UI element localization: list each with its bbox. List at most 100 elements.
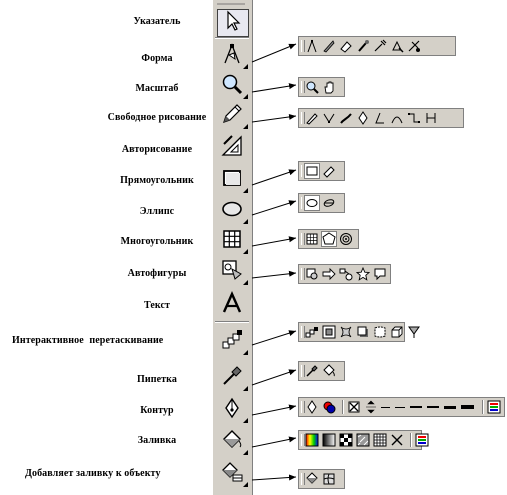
- drop-shadow-icon[interactable]: [356, 325, 370, 339]
- interactive-tool[interactable]: [216, 328, 248, 356]
- mesh-fill-icon[interactable]: [322, 472, 336, 486]
- outline-width-2-point[interactable]: [410, 406, 422, 408]
- outline-width-1-point[interactable]: [395, 406, 405, 408]
- paintbucket-icon[interactable]: [322, 364, 336, 378]
- eyedropper-icon: [220, 364, 244, 393]
- autoshapes-tool[interactable]: [216, 258, 248, 286]
- pattern-fill-icon[interactable]: [339, 433, 353, 447]
- arrow-shapes-icon[interactable]: [322, 267, 336, 281]
- outline-pen-icon[interactable]: [305, 400, 319, 414]
- rectangle-tool[interactable]: [216, 166, 248, 194]
- envelope-icon[interactable]: [373, 325, 387, 339]
- flyout-fill: [298, 430, 429, 450]
- star-shapes-icon[interactable]: [356, 267, 370, 281]
- label-polygon: Многоугольник: [120, 236, 194, 247]
- shape-node-icon[interactable]: [305, 39, 319, 53]
- flyout-shape: [298, 36, 456, 56]
- pointer-tool[interactable]: [217, 9, 249, 37]
- polygon-tool[interactable]: [216, 227, 248, 255]
- spiral-icon[interactable]: [339, 232, 353, 246]
- zoom-tool[interactable]: [216, 72, 248, 100]
- extrude-icon[interactable]: [390, 325, 404, 339]
- pen-icon[interactable]: [356, 111, 370, 125]
- interactive-fill-icon[interactable]: [305, 472, 319, 486]
- three-point-ellipse-icon[interactable]: [322, 196, 336, 210]
- ellipse-icon[interactable]: [304, 195, 320, 211]
- polyline-icon[interactable]: [373, 111, 387, 125]
- postscript-fill-icon[interactable]: [373, 433, 387, 447]
- connector-icon[interactable]: [407, 111, 421, 125]
- eraser-icon[interactable]: [339, 39, 353, 53]
- smudge-brush-icon[interactable]: [356, 39, 370, 53]
- polygon-icon[interactable]: [321, 231, 337, 247]
- graph-paper-icon[interactable]: [305, 232, 319, 246]
- outline-width-24-point[interactable]: [461, 405, 474, 409]
- color-docker-icon[interactable]: [487, 400, 501, 414]
- flyout-freehand: [298, 108, 464, 128]
- label-freehand: Свободное рисование: [107, 112, 207, 123]
- magnifier-icon[interactable]: [305, 80, 319, 94]
- dimension-icon[interactable]: [424, 111, 438, 125]
- text-a-icon: [220, 290, 244, 320]
- pen-nib-icon: [220, 396, 244, 425]
- distortion-icon[interactable]: [339, 325, 353, 339]
- eyedropper-icon[interactable]: [305, 364, 319, 378]
- hairline-icon[interactable]: [364, 400, 378, 414]
- no-fill-icon[interactable]: [390, 433, 404, 447]
- autodraw-tool[interactable]: [216, 134, 248, 162]
- virtual-segment-delete-icon[interactable]: [407, 39, 421, 53]
- transform-icon[interactable]: [390, 39, 404, 53]
- interactive-fill-tool[interactable]: [216, 460, 248, 488]
- shape-tool[interactable]: [216, 42, 248, 70]
- outline-width-half-point[interactable]: [381, 406, 390, 408]
- label-ellipse: Эллипс: [139, 206, 175, 217]
- ellipse-tool[interactable]: [216, 197, 248, 225]
- artistic-media-icon[interactable]: [339, 111, 353, 125]
- basic-shapes-icon: [220, 258, 244, 287]
- basic-shapes-icon[interactable]: [305, 267, 319, 281]
- blend-steps-icon: [220, 328, 244, 357]
- fill-tool[interactable]: [216, 428, 248, 456]
- label-text: Текст: [143, 300, 171, 311]
- hand-pan-icon[interactable]: [322, 80, 336, 94]
- flyout-autoshapes: [298, 264, 391, 284]
- roughen-brush-icon[interactable]: [373, 39, 387, 53]
- outline-tool[interactable]: [216, 396, 248, 424]
- ellipse-icon: [220, 197, 244, 226]
- label-rectangle: Прямоугольник: [120, 175, 194, 186]
- rectangle-icon[interactable]: [304, 163, 320, 179]
- outline-width-8-point[interactable]: [427, 406, 439, 408]
- eyedropper-tool[interactable]: [216, 364, 248, 392]
- freehand-tool[interactable]: [216, 102, 248, 130]
- label-eyedropper: Пипетка: [137, 374, 177, 385]
- three-point-rectangle-icon[interactable]: [322, 164, 336, 178]
- outline-width-16-point[interactable]: [444, 405, 456, 409]
- contour-icon[interactable]: [322, 325, 336, 339]
- callout-shapes-icon[interactable]: [373, 267, 387, 281]
- three-point-curve-icon[interactable]: [390, 111, 404, 125]
- blend-icon[interactable]: [305, 325, 319, 339]
- outline-color-icon[interactable]: [322, 400, 336, 414]
- bucket-fill-icon: [220, 460, 244, 489]
- label-pointer: Указатель: [133, 16, 181, 27]
- pencil-icon[interactable]: [305, 111, 319, 125]
- uniform-fill-icon[interactable]: [305, 433, 319, 447]
- flowchart-shapes-icon[interactable]: [339, 267, 353, 281]
- color-docker-icon[interactable]: [415, 433, 429, 447]
- fountain-fill-icon[interactable]: [322, 433, 336, 447]
- set-square-icon: [220, 134, 244, 163]
- label-autoshapes: Автофигуры: [127, 268, 187, 279]
- toolbox-grip[interactable]: [217, 3, 245, 5]
- paint-bucket-icon: [220, 428, 244, 457]
- texture-fill-icon[interactable]: [356, 433, 370, 447]
- flyout-interactive: [298, 322, 420, 342]
- pencil-icon: [220, 102, 244, 131]
- knife-icon[interactable]: [322, 39, 336, 53]
- bezier-icon[interactable]: [322, 111, 336, 125]
- transparency-icon[interactable]: [407, 325, 421, 339]
- no-outline-icon[interactable]: [347, 400, 361, 414]
- label-interactive-fill: Добавляет заливку к объекту: [25, 468, 161, 479]
- label-autodraw: Авторисование: [121, 144, 193, 155]
- text-tool[interactable]: [216, 290, 248, 320]
